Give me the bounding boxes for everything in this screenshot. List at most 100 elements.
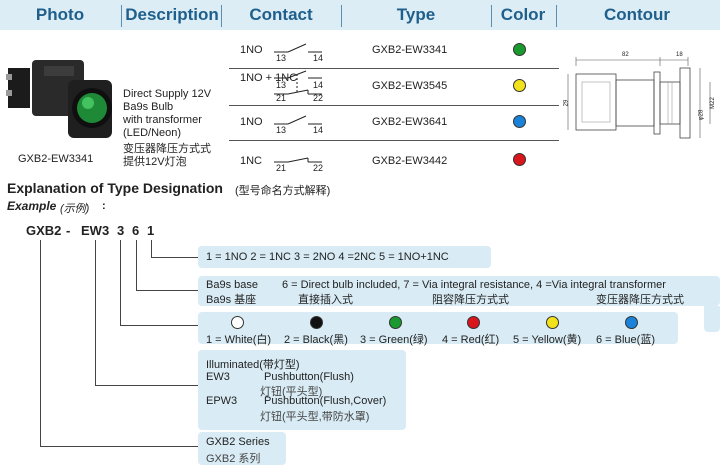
legend-color-box <box>198 312 678 344</box>
legend-base-label: Ba9s base <box>206 279 258 291</box>
legend-base-label-cn: Ba9s 基座 <box>206 294 257 306</box>
terminal-label: 14 <box>313 125 324 135</box>
header-type: Type <box>396 5 436 24</box>
header-divider <box>221 5 222 27</box>
leader-line <box>120 240 121 326</box>
legend-operator-cn: 灯钮(平头型) <box>260 386 323 398</box>
leader-line <box>120 325 198 326</box>
legend-operator-box <box>198 350 406 430</box>
terminal-label: 14 <box>313 80 324 90</box>
legend-color: 1 = White(白) <box>206 334 272 346</box>
legend-series-cn: GXB2 系列 <box>206 453 261 465</box>
table-header <box>0 0 720 30</box>
contact-type: 1NO <box>240 44 263 56</box>
code-contact: 1 <box>147 223 155 238</box>
terminal-label: 22 <box>313 163 324 173</box>
description-line: Ba9s Bulb <box>123 101 174 113</box>
color-dot <box>513 115 526 128</box>
leader-line <box>95 240 96 386</box>
terminal-label: 21 <box>276 163 287 173</box>
color-dot-yellow <box>546 316 559 329</box>
color-dot <box>513 43 526 56</box>
leader-line <box>40 446 198 447</box>
row-divider <box>229 105 559 106</box>
contact-type: 1NO <box>240 116 263 128</box>
terminal-label: 13 <box>276 53 287 63</box>
leader-line <box>136 240 137 291</box>
description-line: (LED/Neon) <box>123 127 182 139</box>
description-line: with transformer <box>123 114 202 126</box>
contact-type: 1NC <box>240 155 263 167</box>
product-photo <box>6 60 112 138</box>
legend-base-cn: 阻容降压方式式 <box>432 294 509 306</box>
code-base: 6 <box>132 223 140 238</box>
legend-color: 4 = Red(红) <box>442 334 500 346</box>
type-code: GXB2-EW3545 <box>372 80 448 92</box>
legend-color: 5 = Yellow(黄) <box>513 334 582 346</box>
switch-symbol-no <box>274 115 322 125</box>
leader-line <box>40 240 41 447</box>
legend-base-cn: 直接插入式 <box>298 294 353 306</box>
legend-color: 2 = Black(黑) <box>284 334 348 346</box>
color-dot-red <box>467 316 480 329</box>
contour-drawing <box>567 57 711 139</box>
header-photo: Photo <box>35 5 85 24</box>
terminal-label: 14 <box>313 53 324 63</box>
switch-symbol-no-nc <box>274 70 322 95</box>
header-divider <box>491 5 492 27</box>
legend-contacts: 1 = 1NO 2 = 1NC 3 = 2NO 4 =2NC 5 = 1NO+1… <box>206 251 449 263</box>
photo-caption: GXB2-EW3341 <box>18 153 94 165</box>
color-dot <box>513 79 526 92</box>
description-line: 提供12V灯泡 <box>123 156 187 168</box>
terminal-label: 22 <box>313 93 324 103</box>
switch-symbol-nc <box>274 157 322 163</box>
dimension-label: 18 <box>676 52 683 58</box>
type-code: GXB2-EW3341 <box>372 44 448 56</box>
header-contour: Contour <box>603 5 671 24</box>
legend-operator-cn: 灯钮(平头型,带防水罩) <box>260 411 370 423</box>
color-dot-green <box>389 316 402 329</box>
color-dot-black <box>310 316 323 329</box>
description-line: Direct Supply 12V <box>123 88 212 100</box>
row-divider <box>229 68 559 69</box>
switch-symbol-no <box>274 43 322 53</box>
example-colon: : <box>102 200 106 212</box>
explanation-title: Explanation of Type Designation <box>7 180 223 196</box>
legend-base-tab <box>704 306 720 332</box>
code-color: 3 <box>117 223 125 238</box>
terminal-label: 13 <box>276 125 287 135</box>
type-code: GXB2-EW3442 <box>372 155 448 167</box>
code-series: GXB2 <box>26 223 62 238</box>
legend-contact-box <box>198 246 491 268</box>
code-operator: EW3 <box>81 223 110 238</box>
header-color: Color <box>500 5 546 24</box>
contact-type: 1NO + 1NC <box>240 72 298 84</box>
legend-base-options: 6 = Direct bulb included, 7 = Via integr… <box>282 279 666 291</box>
header-contact: Contact <box>249 5 313 24</box>
legend-base-box <box>198 276 720 306</box>
legend-color: 3 = Green(绿) <box>360 334 428 346</box>
header-description: Description <box>125 5 219 24</box>
legend-operator-desc: Pushbutton(Flush) <box>264 371 354 383</box>
dimension-label: φ28 <box>698 109 705 121</box>
description-line: 变压器降压方式式 <box>123 143 211 155</box>
row-divider <box>229 140 559 141</box>
explanation-title-cn: (型号命名方式解释) <box>235 185 331 197</box>
legend-color: 6 = Blue(蓝) <box>596 334 655 346</box>
leader-line <box>95 385 198 386</box>
color-dot-white <box>231 316 244 329</box>
example-label: Example <box>7 199 57 213</box>
dimension-label: 29 <box>563 99 570 107</box>
terminal-label: 13 <box>276 80 287 90</box>
header-divider <box>121 5 122 27</box>
color-dot <box>513 153 526 166</box>
dimension-label: 82 <box>622 52 629 58</box>
legend-series-box <box>198 432 286 465</box>
leader-line <box>151 257 198 258</box>
legend-operator-code: EW3 <box>206 371 230 383</box>
color-dot-blue <box>625 316 638 329</box>
example-label-cn: (示例) <box>60 203 90 215</box>
dimension-label: M22 <box>709 97 716 109</box>
type-code: GXB2-EW3641 <box>372 116 448 128</box>
legend-series: GXB2 Series <box>206 436 270 448</box>
